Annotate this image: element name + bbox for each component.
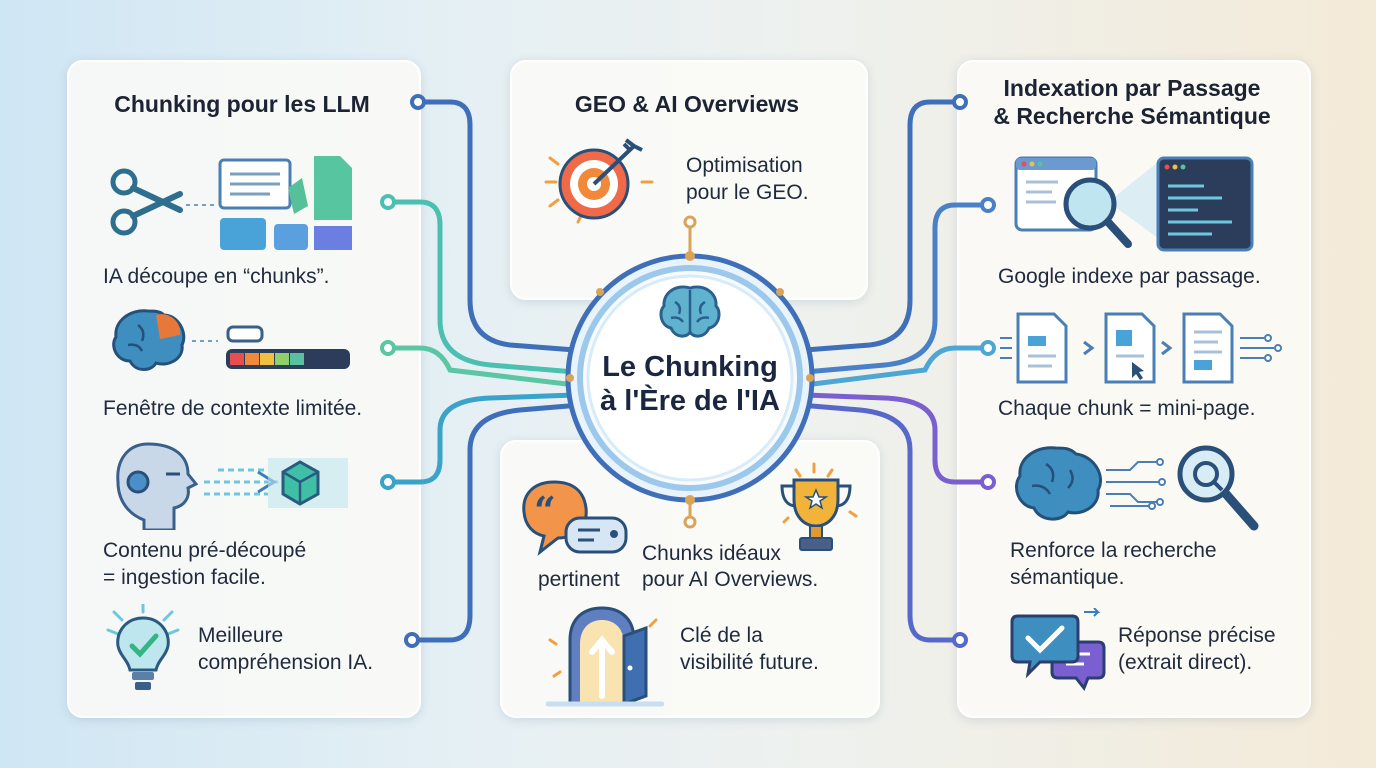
right-panel-title-line1: Indexation par Passage xyxy=(1003,75,1261,101)
chat-check-icon xyxy=(1010,608,1106,691)
brain-context-bar-icon xyxy=(112,309,350,371)
right-item-3-text-line2: sémantique. xyxy=(1010,566,1125,589)
right-panel-title-line2: & Recherche Sémantique xyxy=(993,103,1271,129)
top-panel-title: GEO & AI Overviews xyxy=(574,91,800,117)
brain-icon xyxy=(659,285,721,338)
wire-left-2 xyxy=(385,199,578,375)
right-panel-title: Indexation par Passage & Recherche Séman… xyxy=(957,74,1307,130)
wire-right-4 xyxy=(802,392,991,485)
wire-left-5 xyxy=(409,402,583,643)
right-item-1-text: Google indexe par passage. xyxy=(998,265,1261,288)
wire-right-5 xyxy=(797,402,963,643)
bottom-item-3-text-line1: Clé de la xyxy=(680,624,763,647)
wire-left-4 xyxy=(385,392,578,485)
scissors-document-icon xyxy=(110,156,352,250)
right-item-4-text-line1: Réponse précise xyxy=(1118,624,1276,647)
right-item-3-text-line1: Renforce la recherche xyxy=(1010,539,1217,562)
brain-search-icon xyxy=(1015,445,1259,531)
top-panel-text-line1: Optimisation xyxy=(686,154,803,177)
left-panel-title: Chunking pour les LLM xyxy=(114,91,370,117)
quote-bubble-icon: “ xyxy=(522,480,628,556)
center-title: Le Chunking à l'Ère de l'IA xyxy=(570,350,810,418)
bottom-item-1-label: pertinent xyxy=(538,568,620,591)
left-item-3-text-line2: = ingestion facile. xyxy=(103,566,266,589)
bottom-item-2-text-line1: Chunks idéaux xyxy=(642,542,781,565)
wire-right-1 xyxy=(802,99,963,353)
center-title-line1: Le Chunking xyxy=(602,351,778,383)
left-item-3-text-line1: Contenu pré-découpé xyxy=(103,539,307,562)
target-arrow-icon xyxy=(544,138,654,224)
bottom-item-2-text-line2: pour AI Overviews. xyxy=(642,568,819,591)
right-item-4-text-line2: (extrait direct). xyxy=(1118,651,1253,674)
wire-right-3 xyxy=(802,345,991,388)
right-item-2-text: Chaque chunk = mini-page. xyxy=(998,397,1256,420)
wire-left-1 xyxy=(415,99,578,353)
center-title-line2: à l'Ère de l'IA xyxy=(600,385,780,417)
door-arrow-icon xyxy=(546,606,664,707)
left-item-4-text-line2: compréhension IA. xyxy=(198,651,374,674)
svg-text:“: “ xyxy=(534,488,556,533)
documents-flow-icon xyxy=(1000,312,1282,384)
top-panel-text-line2: pour le GEO. xyxy=(686,181,809,204)
wire-left-3 xyxy=(385,345,578,388)
bottom-item-3-text-line2: visibilité future. xyxy=(680,651,819,674)
lightbulb-check-icon xyxy=(106,604,180,690)
left-item-2-text: Fenêtre de contexte limitée. xyxy=(103,397,363,420)
browser-magnifier-icon xyxy=(1014,156,1254,252)
left-item-1-text: IA découpe en “chunks”. xyxy=(103,265,330,288)
wire-right-2 xyxy=(802,202,991,375)
left-item-4-text-line1: Meilleure xyxy=(198,624,284,647)
trophy-icon xyxy=(780,462,858,551)
robot-cube-icon xyxy=(116,442,348,530)
